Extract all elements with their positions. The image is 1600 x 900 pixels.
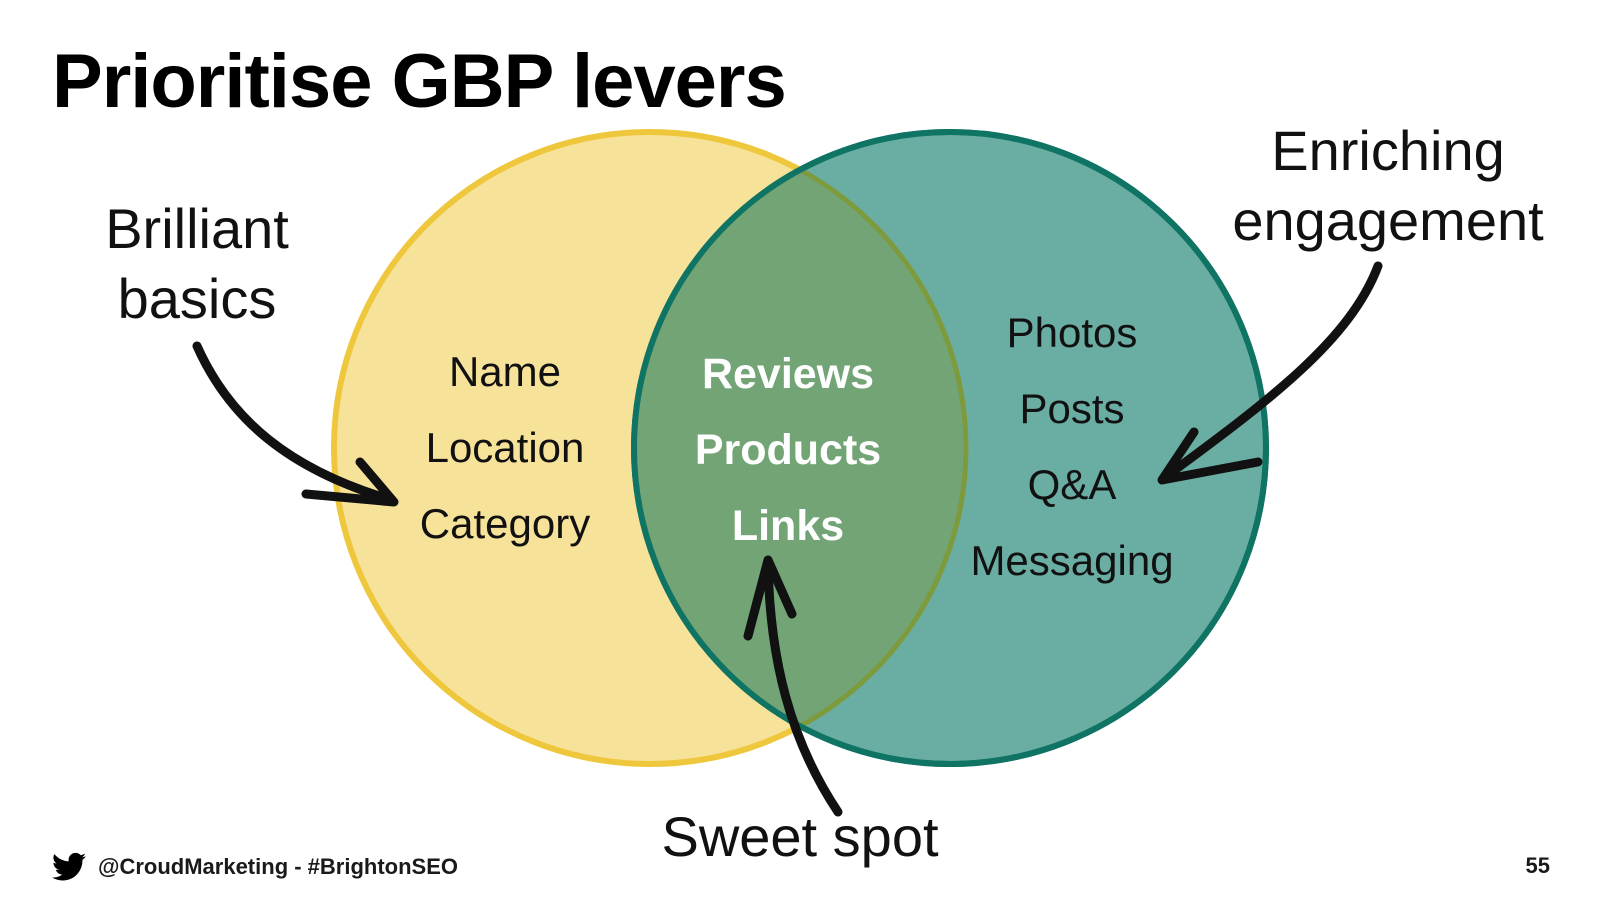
arrow-head-overlap xyxy=(743,555,797,641)
left-item-category: Category xyxy=(420,500,590,547)
arrow-to-left-set xyxy=(192,341,397,505)
right-item-messaging: Messaging xyxy=(970,537,1173,584)
twitter-bird-icon xyxy=(52,852,86,882)
annotation-enriching: Enriching xyxy=(1271,119,1504,182)
left-circle-outline-overlap xyxy=(634,132,969,764)
footer: @CroudMarketing - #BrightonSEO xyxy=(52,850,458,884)
left-item-name: Name xyxy=(449,348,561,395)
overlap-item-links: Links xyxy=(732,502,844,550)
arrow-head-right-set xyxy=(1157,427,1263,485)
annotation-brilliant: Brilliant xyxy=(105,197,289,260)
arrow-head-left-set xyxy=(301,457,399,507)
right-item-photos: Photos xyxy=(1007,309,1138,356)
right-item-posts: Posts xyxy=(1019,385,1124,432)
overlap-region xyxy=(634,132,966,764)
right-item-qa: Q&A xyxy=(1028,461,1117,508)
slide-title: Prioritise GBP levers xyxy=(52,39,787,124)
annotation-sweet-spot: Sweet spot xyxy=(661,805,938,868)
annotation-engagement: engagement xyxy=(1232,189,1544,252)
page-number: 55 xyxy=(1525,853,1550,878)
footer-handle: @CroudMarketing - #BrightonSEO xyxy=(98,854,459,879)
arrow-to-right-set xyxy=(1159,261,1383,483)
overlap-item-products: Products xyxy=(695,426,881,474)
annotation-basics: basics xyxy=(118,267,277,330)
right-circle-outline xyxy=(631,129,1269,767)
arrow-to-overlap xyxy=(763,559,843,817)
left-item-location: Location xyxy=(426,424,585,471)
overlap-item-reviews: Reviews xyxy=(702,350,874,398)
